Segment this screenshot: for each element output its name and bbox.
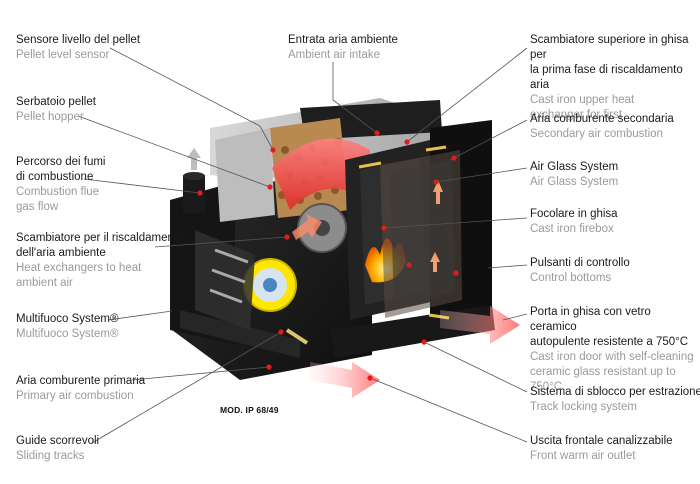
callout-label-it: Uscita frontale canalizzabile	[530, 435, 673, 447]
callout-label-en: Air Glass System	[530, 176, 619, 188]
callout-heat-exchanger: Scambiatore per il riscaldamento dell'ar…	[16, 231, 183, 291]
callout-label-en: Ambient air intake	[288, 49, 381, 61]
callout-label-en: Multifuoco System®	[16, 328, 119, 340]
callout-label-it: Guide scorrevoli	[16, 435, 100, 447]
callout-pellet-level-sensor: Sensore livello del pellet Pellet level …	[16, 33, 140, 63]
callout-label-en: Control bottoms	[530, 272, 612, 284]
callout-label-it: Aria comburente primaria	[16, 375, 146, 387]
callout-multifuoco-system: Multifuoco System® Multifuoco System®	[16, 312, 118, 342]
callout-label-en: Primary air combustion	[16, 390, 134, 402]
model-label: MOD. IP 68/49	[220, 405, 279, 415]
callout-sliding-tracks: Guide scorrevoli Sliding tracks	[16, 434, 99, 464]
callout-cast-iron-firebox: Focolare in ghisa Cast iron firebox	[530, 207, 618, 237]
callout-label-it: Percorso dei fumi di combustione	[16, 156, 106, 183]
callout-label-en: Cast iron upper heat exchanger for first	[530, 94, 635, 121]
callout-front-warm-air-outlet: Uscita frontale canalizzabile Front warm…	[530, 434, 673, 464]
callout-pellet-hopper: Serbatoio pellet Pellet hopper	[16, 95, 96, 125]
callout-label-en: Heat exchangers to heat ambient air	[16, 262, 142, 289]
leader-lines	[77, 47, 528, 444]
callout-label-it: Entrata aria ambiente	[288, 34, 398, 46]
callout-label-it: Air Glass System	[530, 161, 619, 173]
callout-label-en: Sliding tracks	[16, 450, 85, 462]
callout-label-en: Cast iron firebox	[530, 223, 614, 235]
callout-label-en: Secondary air combustion	[530, 128, 663, 140]
callout-dots	[197, 130, 459, 381]
callout-label-it: Sensore livello del pellet	[16, 34, 141, 46]
callout-secondary-air: Aria comburente secondaria Secondary air…	[530, 112, 674, 142]
callout-label-it: Pulsanti di controllo	[530, 257, 630, 269]
callout-label-en: Combustion flue gas flow	[16, 186, 100, 213]
callout-cast-iron-upper-exchanger: Scambiatore superiore in ghisa per la pr…	[530, 33, 700, 123]
callout-label-en: Pellet hopper	[16, 111, 84, 123]
callout-label-en: Pellet level sensor	[16, 49, 110, 61]
callout-control-buttons: Pulsanti di controllo Control bottoms	[530, 256, 630, 286]
callout-air-glass-system: Air Glass System Air Glass System	[530, 160, 618, 190]
callout-label-it: Focolare in ghisa	[530, 208, 618, 220]
callout-label-it: Multifuoco System®	[16, 313, 119, 325]
stove-body	[170, 98, 495, 380]
callout-cast-iron-door: Porta in ghisa con vetro ceramico autopu…	[530, 305, 700, 395]
callout-label-it: Scambiatore per il riscaldamento dell'ar…	[16, 232, 184, 259]
callout-primary-air: Aria comburente primaria Primary air com…	[16, 374, 145, 404]
callout-label-en: Track locking system	[530, 401, 637, 413]
callout-label-it: Porta in ghisa con vetro ceramico autopu…	[530, 306, 689, 348]
callout-label-it: Sistema di sblocco per estrazione	[530, 386, 700, 398]
air-flow-arrows	[292, 180, 520, 398]
callout-label-it: Serbatoio pellet	[16, 96, 96, 108]
callout-track-locking: Sistema di sblocco per estrazione Track …	[530, 385, 700, 415]
callout-label-en: Cast iron door with self-cleaning cerami…	[530, 351, 694, 393]
callout-label-it: Aria comburente secondaria	[530, 113, 674, 125]
callout-ambient-air-intake: Entrata aria ambiente Ambient air intake	[288, 33, 398, 63]
callout-combustion-flue: Percorso dei fumi di combustione Combust…	[16, 155, 105, 215]
callout-label-it: Scambiatore superiore in ghisa per la pr…	[530, 34, 689, 91]
callout-label-en: Front warm air outlet	[530, 450, 636, 462]
